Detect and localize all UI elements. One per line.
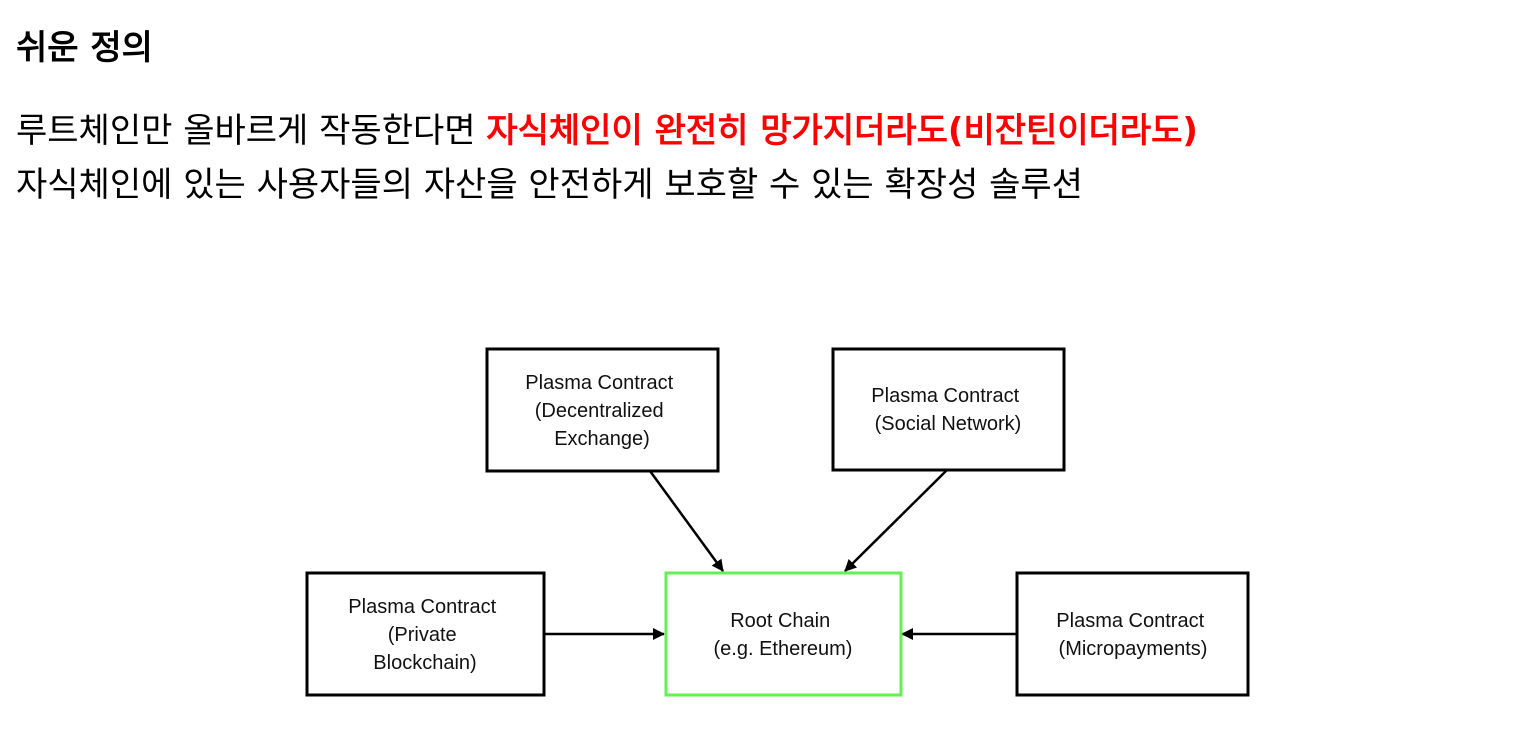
node-private-line-3: Blockchain) [373, 652, 476, 674]
node-social-box [831, 347, 1066, 472]
definition-line-2: 자식체인에 있는 사용자들의 자산을 안전하게 보호할 수 있는 확장성 솔루션 [16, 165, 1083, 205]
node-dex-box [485, 347, 720, 473]
node-micro-box [1015, 571, 1250, 697]
node-root-chain-line-1: Root Chain [730, 610, 830, 632]
node-private-line-2: (Private [388, 624, 457, 646]
node-micro: Plasma Contract (Micropayments) [1015, 571, 1250, 697]
node-dex-line-2: (Decentralized [535, 400, 664, 422]
arrow-dex-to-root [648, 470, 725, 572]
definition-line-1: 루트체인만 올바르게 작동한다면 자식체인이 완전히 망가지더라도(비잔틴이더라… [16, 104, 1198, 158]
node-root-chain-line-2: (e.g. Ethereum) [714, 638, 853, 660]
node-social-label: Plasma Contract (Social Network) [871, 385, 1024, 435]
node-social-line-2: (Social Network) [875, 413, 1022, 435]
node-social-line-1: Plasma Contract [871, 385, 1019, 407]
node-dex-line-1: Plasma Contract [525, 372, 673, 394]
definition-paragraph: 루트체인만 올바르게 작동한다면 자식체인이 완전히 망가지더라도(비잔틴이더라… [16, 104, 1198, 212]
node-private-label: Plasma Contract (Private Blockchain) [348, 596, 501, 674]
node-root-chain: Root Chain (e.g. Ethereum) [664, 571, 903, 697]
definition-highlight: 자식체인이 완전히 망가지더라도(비잔틴이더라도) [486, 111, 1198, 151]
node-micro-line-2: (Micropayments) [1059, 638, 1208, 660]
node-micro-label: Plasma Contract (Micropayments) [1056, 610, 1209, 660]
node-social: Plasma Contract (Social Network) [831, 347, 1066, 472]
node-dex: Plasma Contract (Decentralized Exchange) [485, 347, 720, 473]
node-private-box [305, 571, 546, 697]
node-dex-line-3: Exchange) [554, 428, 650, 450]
node-micro-line-1: Plasma Contract [1056, 610, 1204, 632]
arrow-social-to-root [844, 469, 948, 572]
node-root-chain-label: Root Chain (e.g. Ethereum) [714, 610, 853, 660]
page-title: 쉬운 정의 [16, 28, 153, 68]
node-private: Plasma Contract (Private Blockchain) [305, 571, 546, 697]
node-root-chain-box [664, 571, 903, 697]
definition-line-1-prefix: 루트체인만 올바르게 작동한다면 [16, 111, 487, 151]
node-private-line-1: Plasma Contract [348, 596, 496, 618]
node-dex-label: Plasma Contract (Decentralized Exchange) [525, 372, 678, 450]
